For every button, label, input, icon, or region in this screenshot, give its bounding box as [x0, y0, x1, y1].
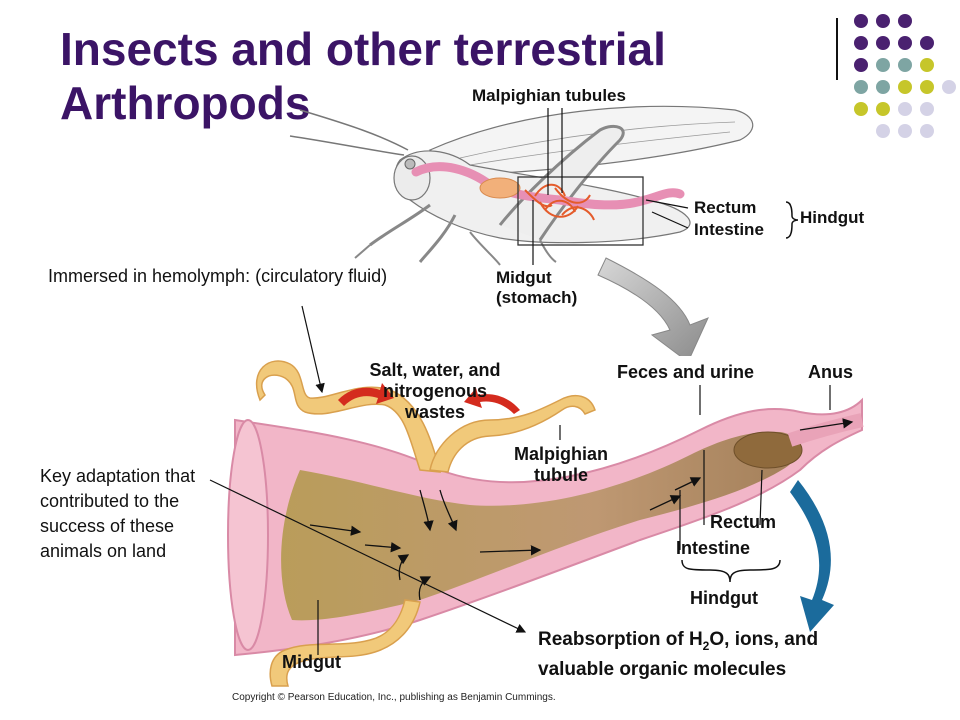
dot: [898, 80, 912, 94]
grasshopper-illustration: [289, 105, 754, 266]
dot: [876, 14, 890, 28]
flow-arrows: [309, 418, 854, 601]
dot: [854, 14, 868, 28]
zoom-arrow: [597, 257, 709, 363]
label-rectum-top: Rectum: [694, 198, 757, 217]
dot: [920, 102, 934, 116]
note-hemolymph: Immersed in hemolymph: (circulatory flui…: [48, 266, 388, 286]
label-rectum-detail: Rectum: [710, 512, 777, 532]
dot: [898, 124, 912, 138]
label-feces-urine: Feces and urine: [617, 362, 755, 382]
dot: [854, 102, 868, 116]
dot: [876, 80, 890, 94]
label-reabsorption: Reabsorption of H2O, ions, and valuable …: [538, 628, 818, 682]
title-line-2: Arthropods: [60, 77, 311, 129]
reabsorption-subscript: 2: [702, 638, 710, 653]
label-hindgut-detail: Hindgut: [690, 588, 758, 608]
red-arrows: [338, 383, 520, 414]
detail-leaders: [317, 385, 831, 655]
label-midgut-detail: Midgut: [282, 652, 341, 672]
title-divider: [836, 18, 838, 80]
label-intestine-detail: Intestine: [676, 538, 751, 558]
title-line-1: Insects and other terrestrial: [60, 23, 666, 75]
reabsorption-suffix: O, ions, and: [709, 629, 819, 650]
reabsorption-prefix: Reabsorption of H: [538, 629, 703, 650]
salt-line-2: nitrogenous: [383, 381, 487, 401]
salt-line-1: Salt, water, and: [369, 360, 501, 380]
reabsorption-line-2: valuable organic molecules: [538, 658, 787, 680]
note-pointers: [209, 305, 527, 633]
hindgut-brace-bottom: [681, 559, 781, 583]
dot: [876, 124, 890, 138]
salt-line-3: wastes: [404, 402, 466, 422]
dot: [876, 36, 890, 50]
label-salt-water-wastes: Salt, water, and nitrogenous wastes: [340, 360, 530, 423]
dot: [854, 58, 868, 72]
blue-arrow: [790, 480, 834, 632]
dot: [920, 36, 934, 50]
label-midgut-top: Midgut (stomach): [496, 268, 577, 308]
note-adaptation: Key adaptation that contributed to the s…: [40, 466, 196, 561]
malpighian-line-1: Malpighian: [514, 444, 608, 464]
dot: [854, 36, 868, 50]
slide-title: Insects and other terrestrial Arthropods: [60, 22, 780, 130]
hindgut-brace-top: [785, 201, 799, 239]
top-figure-leaders: [532, 108, 689, 265]
dot: [898, 14, 912, 28]
dot: [898, 58, 912, 72]
dot: [920, 58, 934, 72]
label-malpighian-tubule: Malpighian tubule: [506, 444, 616, 486]
dot: [898, 102, 912, 116]
dot: [920, 80, 934, 94]
copyright-notice: Copyright © Pearson Education, Inc., pub…: [232, 692, 556, 703]
detail-gut-illustration: [227, 356, 864, 687]
dot: [920, 124, 934, 138]
midgut-line-1: Midgut: [496, 268, 552, 287]
dot: [876, 102, 890, 116]
midgut-line-2: (stomach): [496, 288, 578, 307]
dot: [898, 36, 912, 50]
dot: [876, 58, 890, 72]
label-intestine-top: Intestine: [694, 220, 764, 239]
label-anus: Anus: [808, 362, 853, 382]
dot: [942, 80, 956, 94]
malpighian-line-2: tubule: [534, 465, 588, 485]
label-hindgut-top: Hindgut: [800, 208, 865, 227]
dot: [854, 80, 868, 94]
label-malpighian-tubules: Malpighian tubules: [472, 86, 626, 105]
